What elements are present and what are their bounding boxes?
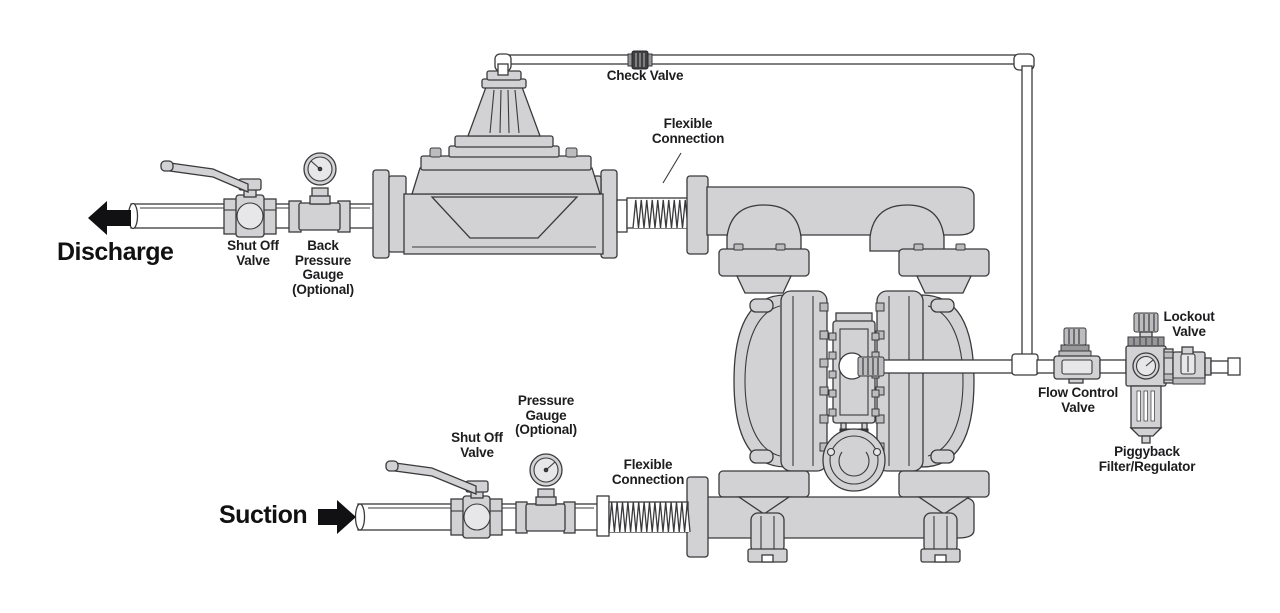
valve-handle <box>387 461 477 495</box>
discharge-arrow <box>88 201 131 235</box>
dampener-cone <box>467 70 541 137</box>
pump-chamber-right <box>875 290 975 472</box>
check-valve <box>627 50 653 70</box>
flexible-connection-top-label: Flexible Connection <box>651 116 725 146</box>
flexible-connection-bottom-label: Flexible Connection <box>611 457 685 487</box>
air-inlet-connector <box>838 352 885 380</box>
back-pressure-gauge-label: Back Pressure Gauge (Optional) <box>292 238 354 297</box>
suction-label: Suction <box>219 501 308 529</box>
pump-inlet-flange-bottom <box>686 476 709 558</box>
air-supply-line <box>494 50 1241 444</box>
flow-control-valve-label: Flow Control Valve <box>1037 385 1119 415</box>
pump-inlet-flange-top <box>686 175 709 255</box>
pump-foot-right <box>920 512 961 563</box>
shut-off-valve-suction-label: Shut Off Valve <box>451 430 503 460</box>
check-valve-label: Check Valve <box>606 68 684 83</box>
muffler <box>822 428 886 492</box>
valve-handle <box>162 161 249 193</box>
diaphragm-pump <box>686 175 990 563</box>
piggyback-filter-regulator-label: Piggyback Filter/Regulator <box>1098 444 1196 474</box>
flexible-connection-bottom <box>596 495 691 537</box>
surge-dampener-assembly <box>372 70 628 259</box>
flow-control-valve <box>1053 327 1101 384</box>
leader-line <box>662 152 682 184</box>
suction-arrow <box>318 500 356 534</box>
back-pressure-gauge <box>288 152 351 233</box>
flexible-connection-top <box>626 152 689 229</box>
shut-off-valve-discharge-label: Shut Off Valve <box>227 238 279 268</box>
pump-chamber-left <box>733 290 829 472</box>
shut-off-valve-suction <box>385 460 503 539</box>
piggyback-filter-regulator <box>1125 312 1174 444</box>
pressure-gauge <box>515 453 576 534</box>
pressure-gauge-label: Pressure Gauge (Optional) <box>515 393 577 437</box>
pump-foot-left <box>747 512 788 563</box>
shut-off-valve-discharge <box>160 160 277 238</box>
discharge-label: Discharge <box>57 238 174 266</box>
filter-bowl <box>1129 385 1163 444</box>
lockout-valve <box>1172 346 1212 385</box>
lockout-valve-label: Lockout Valve <box>1163 309 1215 339</box>
